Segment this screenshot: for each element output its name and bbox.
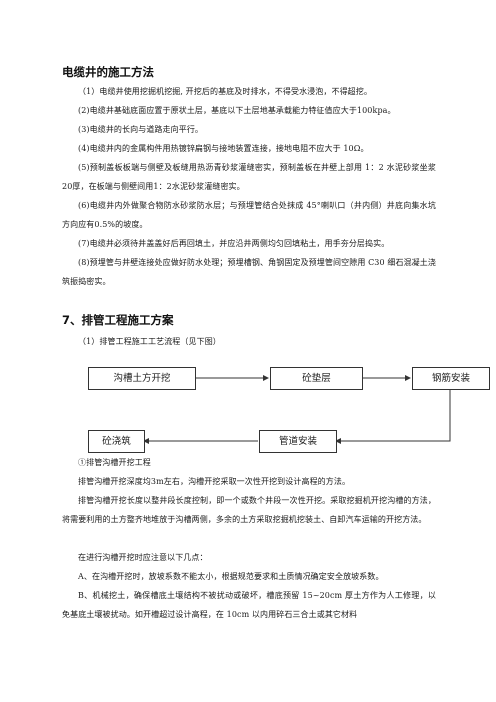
paragraph: 排管沟槽开挖长度以整井段长度控制，即一个或数个井段一次性开挖。采取挖掘机开挖沟槽… <box>62 496 436 524</box>
section-title-cable-well: 电缆井的施工方法 <box>62 65 154 79</box>
list-item: (7)电缆井必须待井盖盖好后再回填土，并应沿井两侧均匀回填粘土，用手夯分层捣实。 <box>78 239 390 248</box>
flow-step-concrete-cushion: 砼垫层 <box>270 367 363 390</box>
arrow-step3-step4 <box>335 389 451 444</box>
flow-step-trench-excavation: 沟槽土方开挖 <box>88 367 196 390</box>
flow-intro: （1）排管工程施工工艺流程（见下图） <box>78 337 221 346</box>
flow-step-concrete-pouring: 砼浇筑 <box>88 430 145 453</box>
paragraph: A、在沟槽开挖时，放坡系数不能太小，根据规范要求和土质情况确定安全放坡系数。 <box>78 572 384 581</box>
list-item: (4)电缆井内的金属构件用热镀锌扁钢与接地装置连接，接地电阻不应大于 10Ω。 <box>78 144 369 153</box>
flow-step-rebar-installation: 钢筋安装 <box>412 367 490 390</box>
list-item: (2)电缆井基础底面应置于原状土层，基底以下土层地基承载能力特征值应大于100k… <box>78 106 396 115</box>
flow-step-pipe-installation: 管道安装 <box>259 430 337 453</box>
list-item: (8)预埋管与井壁连接处应做好防水处理；预埋槽钢、角钢固定及预埋管间空隙用 C3… <box>62 258 436 286</box>
list-item: (5)预制盖板板端与侧壁及板缝用热沥青砂浆灌缝密实，预制盖板在井壁上部用 1：2… <box>62 163 436 191</box>
subsection-heading: ①排管沟槽开挖工程 <box>78 458 151 467</box>
list-item: (3)电缆井的长向与道路走向平行。 <box>78 125 204 134</box>
list-item: （1）电缆井使用挖掘机挖掘, 开挖后的基底及时排水，不得受水浸泡，不得超挖。 <box>78 87 372 96</box>
paragraph: 在进行沟槽开挖时应注意以下几点： <box>78 553 208 562</box>
paragraph: 排管沟槽开挖深度均3m左右，沟槽开挖采取一次性开挖到设计高程的方法。 <box>78 477 351 486</box>
list-item: (6)电缆井内外做聚合物防水砂浆防水层；与预埋管结合处抹成 45°喇叭口（井内侧… <box>62 201 436 229</box>
paragraph: B、机械挖土，确保槽底土壤结构不被扰动或破坏，槽底预留 15~20cm 厚土方作… <box>62 591 436 619</box>
section-title-duct-bank: 7、排管工程施工方案 <box>62 313 174 327</box>
